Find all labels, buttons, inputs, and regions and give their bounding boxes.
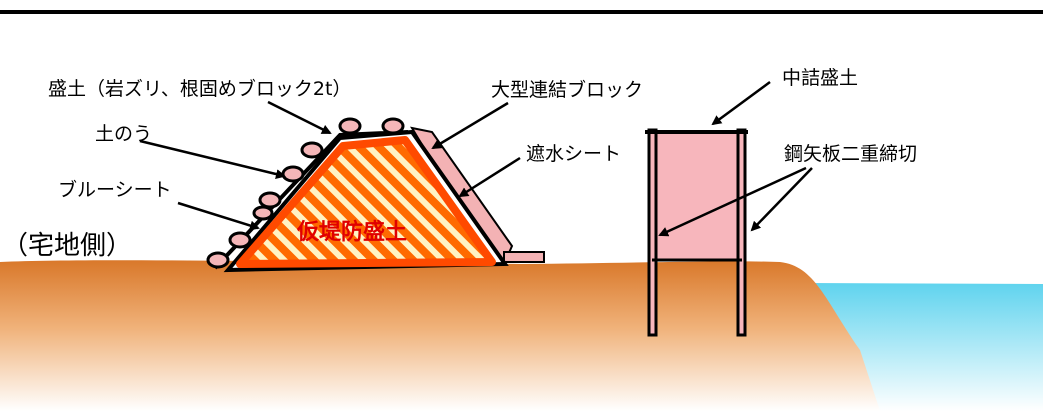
sandbag <box>338 117 362 135</box>
ground <box>0 260 880 411</box>
arrow-infill <box>711 80 771 126</box>
sheet-pile-right <box>736 128 747 337</box>
label-temporary-levee-fill: 仮堤防盛土 <box>296 219 407 245</box>
label-residential-side: （宅地側） <box>2 231 132 261</box>
header-bar <box>0 0 1043 12</box>
label-waterproof-sheet: 遮水シート <box>526 143 621 165</box>
label-embankment-materials: 盛土（岩ズリ、根固めブロック2t） <box>48 77 351 100</box>
sandbag <box>228 231 252 249</box>
sandbag <box>252 205 274 221</box>
label-infill: 中詰盛土 <box>782 67 858 89</box>
temporary-levee-fill <box>236 136 496 268</box>
sheet-pile-left <box>647 128 658 337</box>
sandbag <box>206 251 230 269</box>
label-sandbags: 土のう <box>95 123 152 145</box>
sandbag <box>300 141 324 159</box>
toe-block <box>503 251 545 263</box>
sandbag <box>381 117 405 135</box>
arrow-large-blocks <box>431 101 509 150</box>
sheet-pile-cofferdam <box>645 128 748 337</box>
sandbag <box>281 165 305 183</box>
label-large-blocks: 大型連結ブロック <box>491 78 643 101</box>
label-double-sheet-pile-cofferdam: 鋼矢板二重締切 <box>784 143 917 165</box>
arrow-sheet-pile-left <box>658 166 807 237</box>
sandbag <box>258 191 282 209</box>
arrow-waterproof-sheet <box>458 156 521 198</box>
label-blue-sheet: ブルーシート <box>58 178 172 201</box>
header-rule <box>0 10 1043 14</box>
sandbags <box>206 117 405 269</box>
arrow-embankment <box>267 100 332 135</box>
arrow-sheet-pile-right <box>750 167 813 232</box>
arrow-blue-sheet <box>177 201 260 231</box>
arrow-sandbags <box>139 139 286 179</box>
infill-fill <box>652 132 742 260</box>
